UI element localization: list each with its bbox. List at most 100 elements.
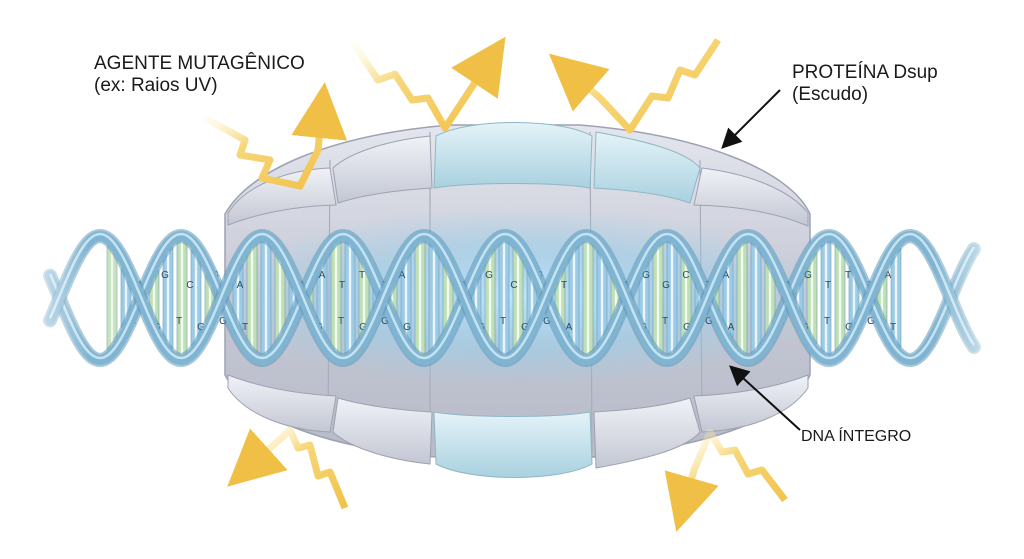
base-pair-bond xyxy=(894,247,898,349)
dna-pointer-arrow xyxy=(729,365,801,431)
base-pair-bond xyxy=(614,276,618,320)
base-letter: G xyxy=(381,316,389,327)
base-pair-bond xyxy=(208,274,212,322)
uv-ray xyxy=(548,38,721,134)
base-pair-bond xyxy=(754,241,758,355)
base-pair-bond xyxy=(502,239,506,357)
base-pair-bond xyxy=(264,239,268,357)
base-pair-bond xyxy=(418,239,422,357)
mutagenic-agent-label: AGENTE MUTAGÊNICO (ex: Raios UV) xyxy=(94,53,305,98)
base-letter: G xyxy=(219,316,227,327)
base-letter: A xyxy=(723,270,730,281)
base-pair-bond xyxy=(516,246,520,350)
dsup-protein-subtitle: (Escudo) xyxy=(792,84,869,106)
base-letter: G xyxy=(161,270,169,281)
base-letter: G xyxy=(705,316,713,327)
intact-dna-label: DNA ÍNTEGRO xyxy=(801,428,911,447)
uv-ray xyxy=(664,428,788,532)
base-letter: A xyxy=(237,280,244,291)
uv-rays xyxy=(203,36,788,532)
base-pair-bond xyxy=(320,258,324,338)
base-pair-bond xyxy=(152,270,156,326)
mutagenic-agent-title: AGENTE MUTAGÊNICO xyxy=(94,53,305,74)
uv-ray xyxy=(347,36,506,132)
base-pair-bond xyxy=(166,246,170,350)
base-pair-bond xyxy=(558,267,562,329)
base-letter: T xyxy=(845,270,851,281)
base-letter: A xyxy=(399,270,406,281)
base-pair-bond xyxy=(474,274,478,322)
base-pair-bond xyxy=(810,251,814,345)
dsup-protein-label: PROTEÍNA Dsup (Escudo) xyxy=(792,62,938,107)
dna-strand-b-highlight xyxy=(48,232,976,360)
dna-strand-a-highlight xyxy=(48,232,976,360)
base-letter: C xyxy=(510,280,517,291)
dsup-pointer-arrow xyxy=(721,89,781,149)
uv-ray xyxy=(203,82,348,190)
base-letter: C xyxy=(186,280,193,291)
base-pair-bond xyxy=(488,249,492,347)
base-pair-bond xyxy=(796,278,800,318)
base-letter: T xyxy=(359,270,365,281)
base-pair-bond xyxy=(362,258,366,338)
base-pair-bond xyxy=(684,255,688,341)
base-pair-bond xyxy=(586,239,590,357)
base-pair-bond xyxy=(726,256,730,340)
base-letter: G xyxy=(642,270,650,281)
base-letter: T xyxy=(890,322,896,333)
base-letter: A xyxy=(885,270,892,281)
base-pair-bond xyxy=(110,245,114,351)
dna-double-helix: AGCGATGTGGTAATTGATGTGGGAGCGTTGTGGAAGGCTA… xyxy=(0,200,1024,400)
mutagenic-agent-example: (ex: Raios UV) xyxy=(94,75,218,97)
base-letter: T xyxy=(662,316,668,327)
base-pair-bond xyxy=(432,243,436,353)
base-pair-bond xyxy=(852,265,856,331)
intact-dna-text: DNA ÍNTEGRO xyxy=(801,428,912,445)
base-letter: T xyxy=(825,280,831,291)
base-pair-bond xyxy=(572,245,576,351)
base-pair-bond xyxy=(278,253,282,343)
base-pair-bond xyxy=(600,250,604,346)
base-letter: G xyxy=(543,316,551,327)
base-letter: T xyxy=(242,322,248,333)
base-pair-bond xyxy=(124,267,128,329)
base-pair-bond xyxy=(656,242,660,354)
base-pair-bond xyxy=(194,249,198,347)
base-letter: G xyxy=(804,270,812,281)
base-pair-bond xyxy=(838,244,842,352)
base-letter: T xyxy=(824,316,830,327)
base-letter: T xyxy=(339,280,345,291)
base-letter: G xyxy=(662,280,670,291)
base-pair-bond xyxy=(180,239,184,357)
base-letter: T xyxy=(561,280,567,291)
base-pair-bond xyxy=(292,280,296,316)
base-letter: A xyxy=(566,322,573,333)
dna-fade-left xyxy=(0,200,90,400)
base-pair-bond xyxy=(236,263,240,333)
base-pair-bond xyxy=(348,241,352,355)
base-pair-bond xyxy=(334,241,338,355)
base-letter: T xyxy=(338,316,344,327)
base-letter: A xyxy=(319,270,326,281)
base-letter: T xyxy=(500,316,506,327)
base-letter: A xyxy=(728,322,735,333)
base-letter: T xyxy=(176,316,182,327)
base-letter: G xyxy=(485,270,493,281)
base-pair-bond xyxy=(250,243,254,353)
base-pair-bond xyxy=(670,240,674,356)
base-pair-bond xyxy=(390,280,394,316)
base-pair-bond xyxy=(530,270,534,326)
base-pair-bond xyxy=(740,240,744,356)
base-pair-bond xyxy=(446,263,450,333)
dna-fade-right xyxy=(934,200,1024,400)
uv-ray xyxy=(227,426,349,510)
base-letter: G xyxy=(403,322,411,333)
base-pair-bond xyxy=(768,260,772,336)
base-letter: G xyxy=(867,316,875,327)
base-pair-bond xyxy=(880,272,884,324)
base-letter: C xyxy=(682,270,689,281)
base-pair-bond xyxy=(404,253,408,343)
base-pair-bond xyxy=(642,262,646,334)
base-pair-bond xyxy=(824,239,828,357)
